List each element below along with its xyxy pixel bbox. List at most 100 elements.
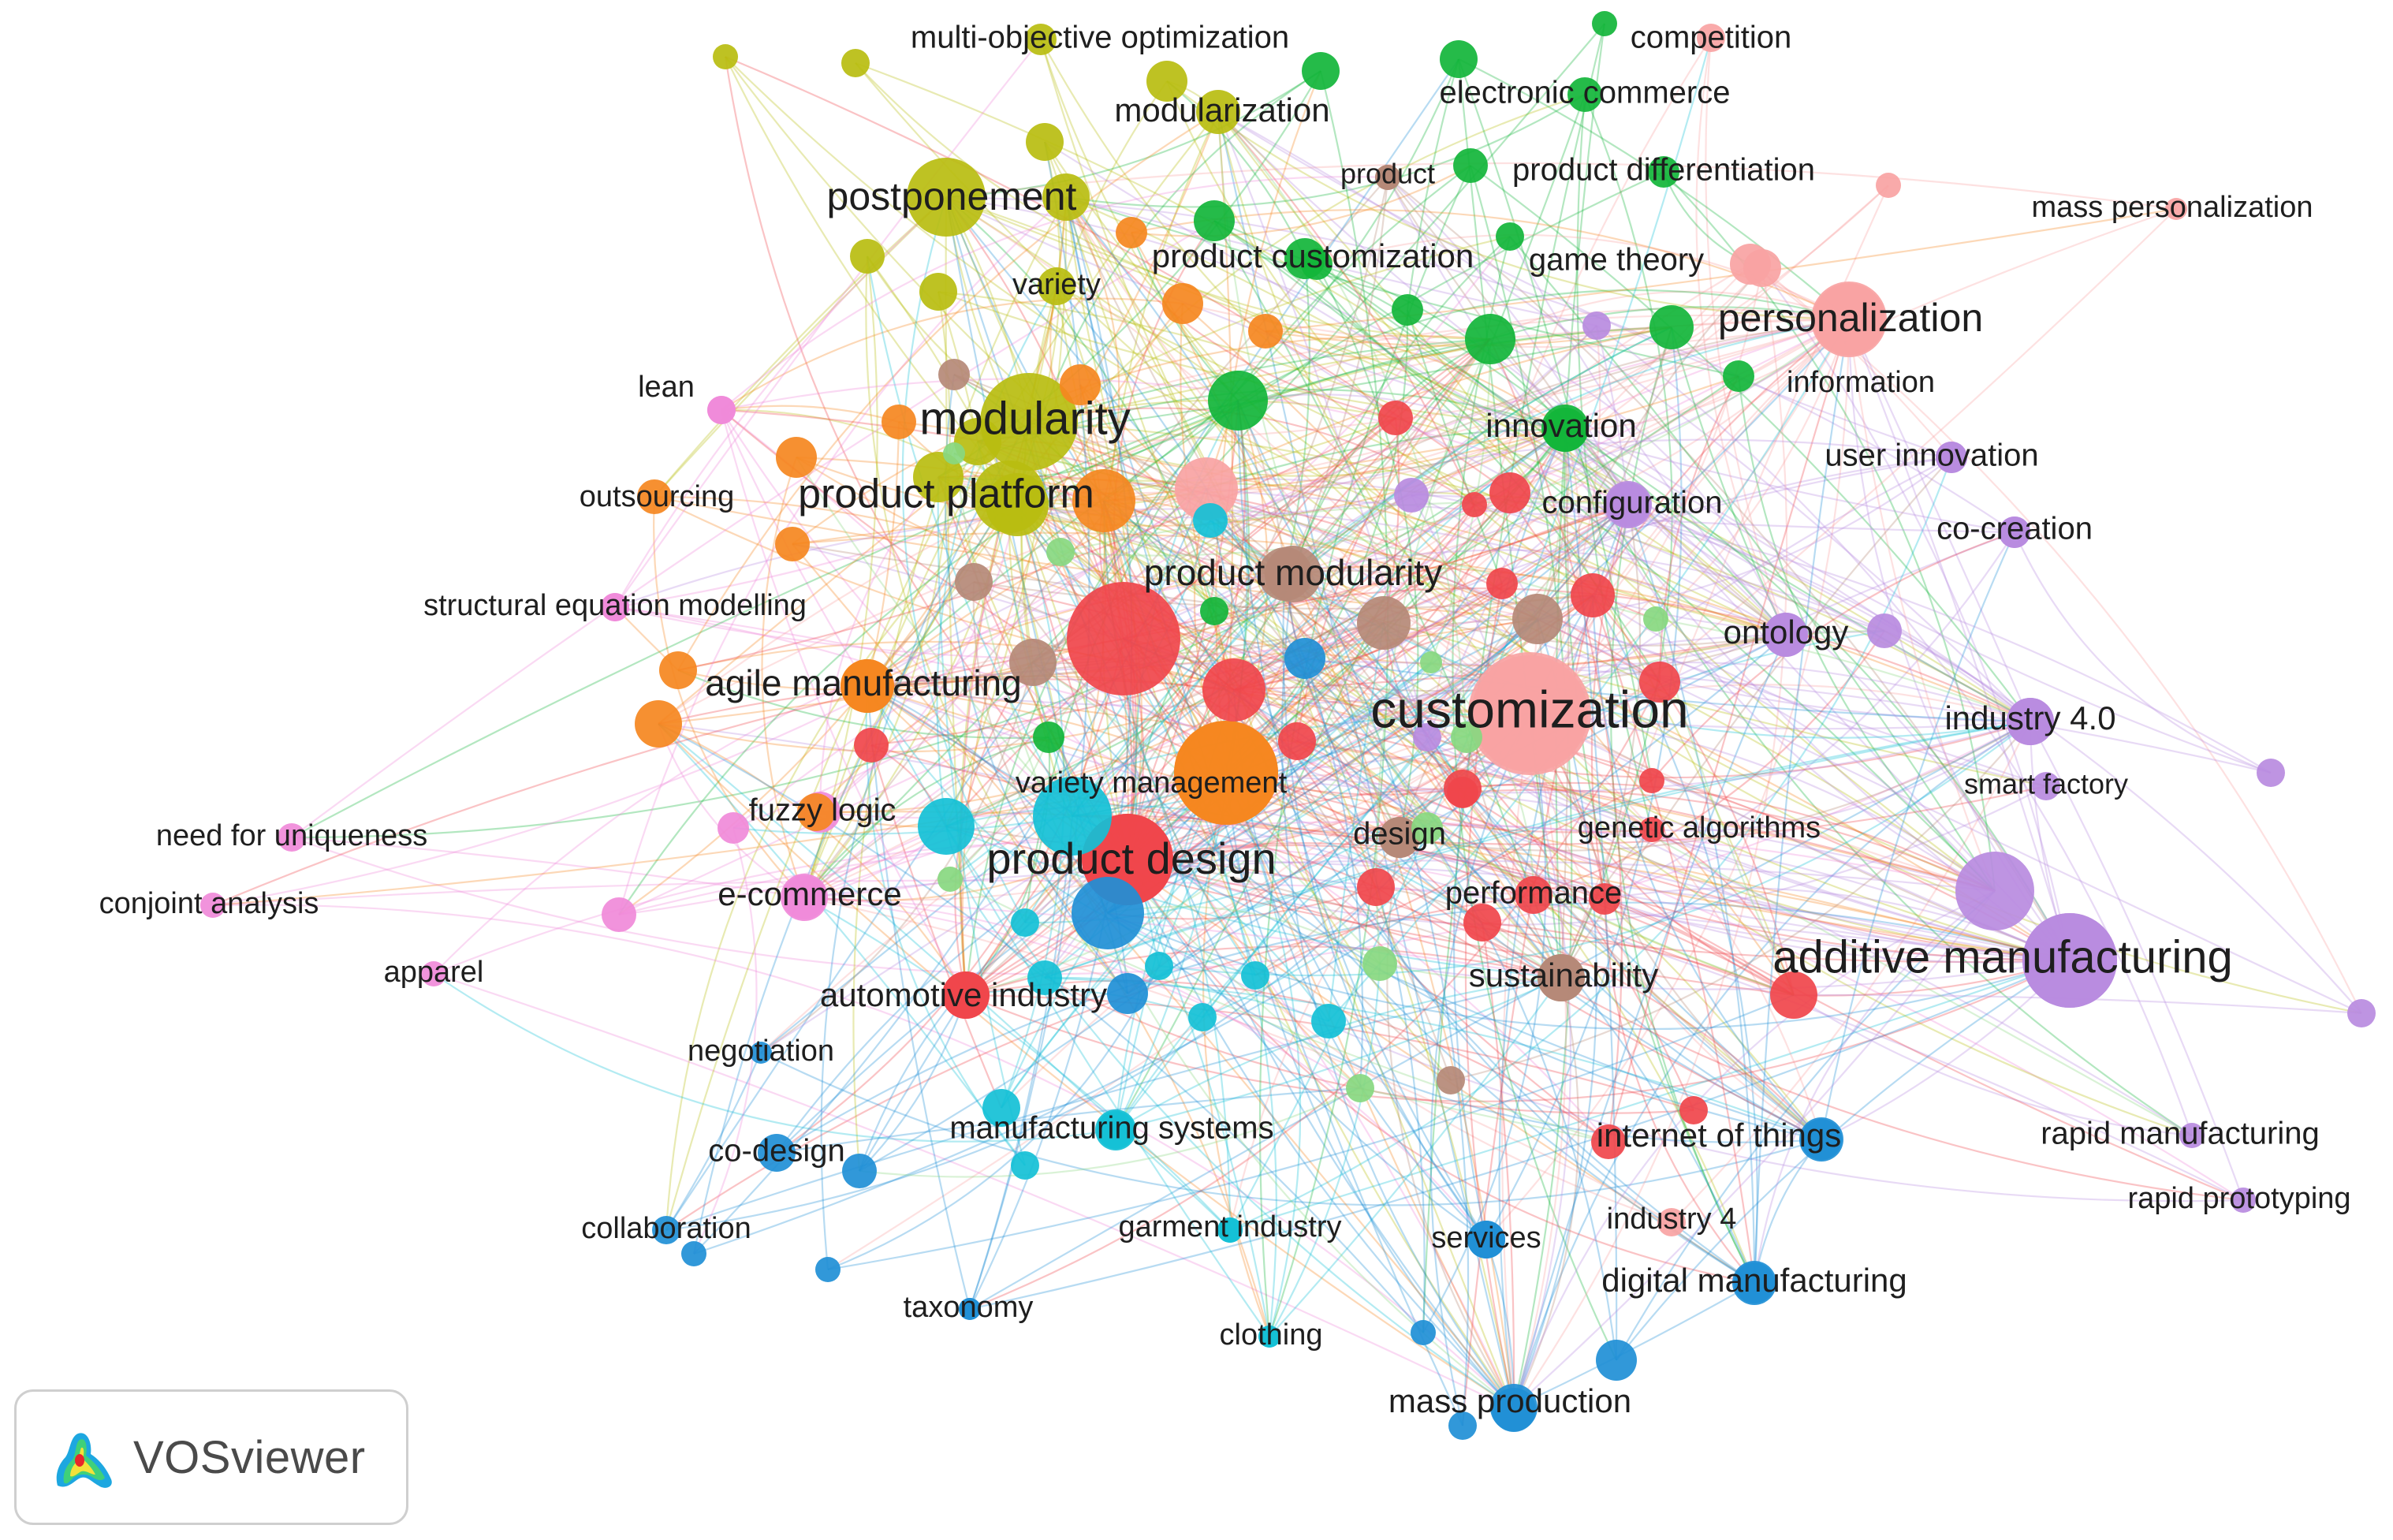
network-node[interactable] — [1999, 516, 2030, 548]
network-node[interactable] — [1116, 217, 1147, 248]
network-node[interactable] — [1936, 442, 1967, 473]
keyword-label-digital-manufacturing[interactable]: digital manufacturing — [1601, 1262, 1907, 1299]
network-node[interactable] — [1072, 469, 1135, 532]
network-node[interactable] — [1467, 1221, 1505, 1258]
keyword-label-services[interactable]: services — [1431, 1221, 1541, 1255]
node-multi-objective-optimization[interactable] — [1025, 24, 1057, 55]
network-node[interactable] — [1413, 723, 1441, 751]
node-collaboration[interactable] — [652, 1216, 680, 1244]
network-node[interactable] — [1200, 597, 1228, 625]
network-node[interactable] — [2257, 759, 2285, 787]
network-node[interactable] — [1471, 655, 1588, 772]
network-node[interactable] — [1258, 1326, 1280, 1348]
network-node[interactable] — [841, 49, 870, 77]
node-industry-4[interactable] — [1657, 1208, 1686, 1236]
network-node[interactable] — [1107, 973, 1148, 1014]
node-digital-manufacturing[interactable] — [1734, 1262, 1775, 1303]
network-node[interactable] — [1392, 294, 1423, 326]
keyword-label-manufacturing-systems[interactable]: manufacturing systems — [949, 1111, 1273, 1146]
network-node[interactable] — [1248, 314, 1283, 349]
network-node[interactable] — [775, 527, 810, 561]
network-node[interactable] — [1451, 722, 1482, 753]
network-node[interactable] — [918, 798, 975, 855]
network-node[interactable] — [1357, 868, 1395, 906]
network-node[interactable] — [1146, 61, 1187, 102]
keyword-label-competition[interactable]: competition — [1631, 21, 1792, 55]
keyword-label-ontology[interactable]: ontology — [1724, 613, 1849, 651]
node-genetic-algorithms[interactable] — [1639, 817, 1664, 842]
node-modularity[interactable] — [980, 373, 1078, 471]
network-node[interactable] — [718, 812, 749, 844]
network-node[interactable] — [1639, 768, 1664, 793]
keyword-label-clothing[interactable]: clothing — [1220, 1318, 1323, 1352]
keyword-label-information[interactable]: information — [1787, 366, 1935, 399]
network-node[interactable] — [1867, 613, 1902, 648]
network-node[interactable] — [681, 1241, 706, 1266]
network-node[interactable] — [1543, 408, 1587, 452]
keyword-label-lean[interactable]: lean — [638, 371, 695, 404]
network-node[interactable] — [707, 396, 736, 424]
network-node[interactable] — [1411, 812, 1443, 844]
network-node[interactable] — [1582, 311, 1611, 340]
keyword-label-product-modularity[interactable]: product modularity — [1144, 552, 1442, 593]
network-node[interactable] — [1009, 639, 1057, 686]
keyword-label-personalization[interactable]: personalization — [1718, 296, 1983, 340]
network-node[interactable] — [955, 563, 993, 601]
network-node[interactable] — [1301, 248, 1333, 280]
network-node[interactable] — [919, 273, 957, 311]
node-product-differentiation[interactable] — [1648, 156, 1679, 188]
node-manufacturing-systems[interactable] — [1097, 1111, 1135, 1149]
network-node[interactable] — [850, 239, 885, 274]
keyword-label-industry-4[interactable]: industry 4 — [1607, 1203, 1737, 1236]
network-node[interactable] — [1420, 651, 1442, 673]
network-node[interactable] — [1278, 722, 1316, 760]
network-node[interactable] — [1162, 283, 1203, 324]
keyword-label-innovation[interactable]: innovation — [1485, 407, 1636, 444]
network-node[interactable] — [776, 437, 817, 478]
keyword-label-garment-industry[interactable]: garment industry — [1118, 1210, 1341, 1244]
node-modularization[interactable] — [1196, 90, 1240, 134]
network-node[interactable] — [1770, 971, 1817, 1019]
keyword-label-mass-production[interactable]: mass production — [1388, 1382, 1631, 1419]
network-node[interactable] — [959, 1298, 981, 1320]
keyword-label-modularity[interactable]: modularity — [919, 393, 1131, 444]
keyword-label-mass-personalization[interactable]: mass personalization — [2032, 191, 2313, 224]
network-node[interactable] — [1302, 52, 1340, 90]
network-node[interactable] — [1011, 1151, 1039, 1180]
network-node[interactable] — [1512, 594, 1563, 644]
node-competition[interactable] — [1697, 24, 1725, 52]
keyword-label-structural-equation-modelling[interactable]: structural equation modelling — [423, 589, 807, 622]
network-node[interactable] — [1346, 1074, 1374, 1102]
node-smart-factory[interactable] — [2032, 772, 2060, 800]
network-node[interactable] — [1679, 1096, 1708, 1124]
network-node[interactable] — [1876, 173, 1901, 198]
node-co-design[interactable] — [758, 1134, 796, 1172]
network-node[interactable] — [1813, 283, 1885, 356]
network-node[interactable] — [1027, 960, 1062, 995]
node-internet-of-things[interactable] — [1801, 1119, 1842, 1160]
node-e-commerce[interactable] — [782, 875, 826, 919]
node-information[interactable] — [1723, 360, 1754, 392]
keyword-label-performance[interactable]: performance — [1445, 876, 1623, 911]
network-node[interactable] — [841, 659, 894, 713]
network-node[interactable] — [1046, 538, 1075, 566]
network-node[interactable] — [943, 442, 965, 464]
network-node[interactable] — [982, 1089, 1020, 1127]
keyword-label-agile-manufacturing[interactable]: agile manufacturing — [705, 662, 1021, 703]
network-node[interactable] — [1208, 371, 1268, 431]
keyword-label-e-commerce[interactable]: e-commerce — [718, 875, 901, 912]
network-node[interactable] — [1764, 613, 1808, 657]
network-node[interactable] — [1649, 305, 1694, 349]
network-node[interactable] — [1375, 165, 1400, 190]
network-node[interactable] — [1643, 606, 1668, 632]
network-node[interactable] — [1011, 908, 1039, 937]
network-node[interactable] — [1072, 877, 1144, 949]
node-apparel[interactable] — [421, 961, 446, 986]
network-node[interactable] — [1175, 457, 1238, 520]
node-mass-personalization[interactable] — [2165, 198, 2187, 220]
keyword-label-product[interactable]: product — [1340, 158, 1435, 190]
network-node[interactable] — [1357, 596, 1411, 650]
network-node[interactable] — [842, 1154, 877, 1188]
keyword-label-product-platform[interactable]: product platform — [798, 472, 1094, 517]
network-node[interactable] — [942, 971, 990, 1019]
